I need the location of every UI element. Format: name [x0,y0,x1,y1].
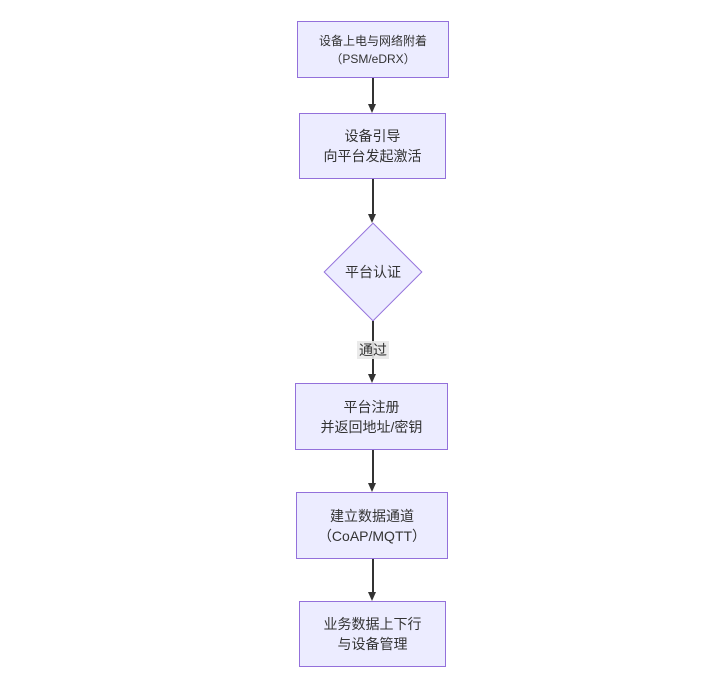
node-text-line: 向平台发起激活 [323,148,422,164]
node-text-line: 并返回地址/密钥 [320,418,423,435]
node-text-line: （PSM/eDRX） [330,51,416,66]
node-business-data-mgmt: 业务数据上下行 与设备管理 [299,601,446,667]
decision-platform-auth: 平台认证 [323,222,423,322]
node-text-line: 与设备管理 [337,636,408,652]
node-text-line: 设备引导 [344,128,401,144]
node-platform-register: 平台注册 并返回地址/密钥 [295,383,448,450]
node-power-network-attach: 设备上电与网络附着 （PSM/eDRX） [297,21,449,78]
arrowhead-icon [368,374,377,383]
arrowhead-icon [368,592,377,601]
node-data-channel: 建立数据通道 （CoAP/MQTT） [296,492,448,559]
arrowhead-icon [368,214,377,223]
edge-b-c [372,179,374,214]
node-text-line: 设备上电与网络附着 [318,33,427,48]
node-text-line: （CoAP/MQTT） [317,527,427,544]
edge-a-b [372,78,374,104]
node-text-line: 业务数据上下行 [323,616,422,632]
arrowhead-icon [368,104,377,113]
edge-e-f [372,559,374,592]
node-text-line: 平台认证 [345,264,401,280]
edge-label-pass: 通过 [357,341,389,359]
edge-d-e [372,450,374,483]
node-text-line: 建立数据通道 [330,507,414,524]
node-device-bootstrap: 设备引导 向平台发起激活 [299,113,446,179]
arrowhead-icon [368,483,377,492]
node-text-line: 平台注册 [343,398,400,415]
